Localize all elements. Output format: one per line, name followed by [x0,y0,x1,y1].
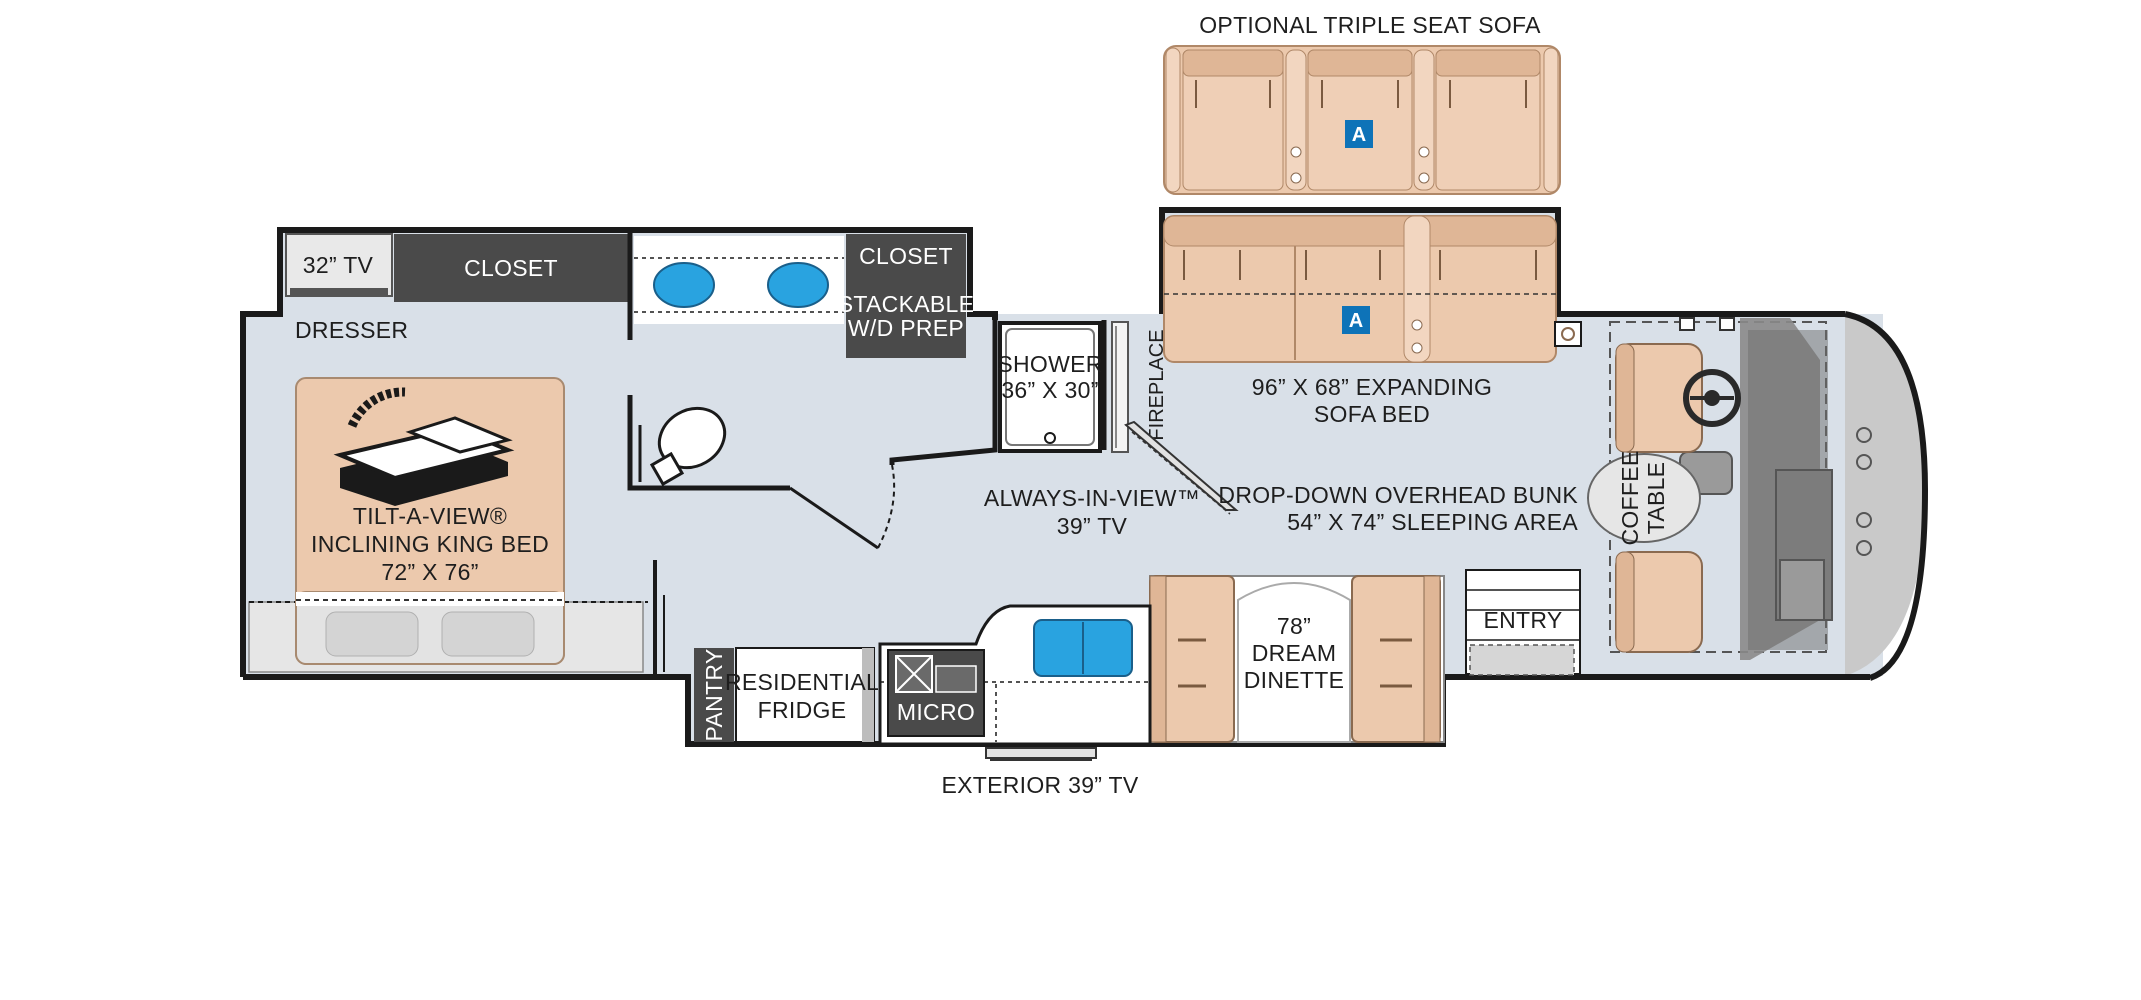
pantry-label: PANTRY [701,649,727,742]
option-a-badge [1345,120,1373,148]
bunk-label-1: DROP-DOWN OVERHEAD BUNK [1218,482,1578,508]
toilet-icon [649,406,727,487]
steering-wheel-icon [1683,369,1741,427]
bedroom-closet [394,234,628,302]
optional-sofa-label: OPTIONAL TRIPLE SEAT SOFA [1199,12,1541,38]
coffee-table-label-1: COFFEE [1617,450,1643,545]
sink-icon [767,262,829,308]
fireplace: FIREPLACE [1111,321,1168,453]
pantry-fridge: PANTRY RESIDENTIAL FRIDGE [694,647,879,743]
fridge-label-2: FRIDGE [758,697,847,723]
bunk-label-2: 54” X 74” SLEEPING AREA [1287,509,1578,535]
bed-label-line2: INCLINING KING BED [311,531,549,557]
entry-label: ENTRY [1483,607,1562,633]
dinette-label-2: DREAM [1252,640,1337,666]
sofa-bed-label-1: 96” X 68” EXPANDING [1252,374,1492,400]
dinette-label-1: 78” [1277,613,1311,639]
entry: ENTRY [1465,569,1581,676]
option-a-badge-sofa [1342,306,1370,334]
bed-incline-icon [333,387,515,506]
coffee-table-label-2: TABLE [1643,462,1669,535]
coffee-table [1587,453,1701,543]
bedroom-closet-label: CLOSET [464,255,558,281]
micro-label: MICRO [897,699,975,725]
sofa-bed-label-2: SOFA BED [1314,401,1430,427]
sink-icon [653,262,715,308]
bedroom: 32” TV CLOSET DRESSER TILT-A-VIEW® INCLI… [248,233,665,677]
dresser-label: DRESSER [295,317,408,343]
kitchen: MICRO [878,604,1152,746]
expanding-sofa-bed: A [1163,215,1582,363]
always-tv-label-1: ALWAYS-IN-VIEW™ [984,485,1200,511]
fireplace-label: FIREPLACE [1146,329,1168,440]
exterior-tv-label: EXTERIOR 39” TV [941,772,1138,798]
exterior-tv [985,747,1097,761]
bedroom-tv-label: 32” TV [303,252,374,278]
bath-closet [846,234,966,358]
option-a-badge-text: A [1352,124,1366,146]
washer-dryer-label-2: W/D PREP [848,315,964,341]
option-a-badge-sofa-text: A [1349,310,1363,332]
always-in-view-tv [1124,420,1239,515]
always-tv-label-2: 39” TV [1057,513,1128,539]
bathroom: CLOSET STACKABLE W/D PREP SHOWER 36” X 3… [627,230,1107,550]
fridge-label-1: RESIDENTIAL [725,669,879,695]
dinette-label-3: DINETTE [1244,667,1345,693]
washer-dryer-label-1: STACKABLE [838,291,975,317]
shower-label-1: SHOWER [997,351,1102,377]
shower-label-2: 36” X 30” [1001,377,1098,403]
dream-dinette: 78” DREAM DINETTE [1149,575,1445,743]
stove-icon [887,649,985,737]
bath-closet-label: CLOSET [859,243,953,269]
bed-label-line1: TILT-A-VIEW® [353,503,507,529]
optional-triple-seat-sofa: A [1163,45,1561,195]
bed-label-line3: 72” X 76” [381,559,478,585]
cab-area: COFFEE TABLE [1587,317,1872,660]
